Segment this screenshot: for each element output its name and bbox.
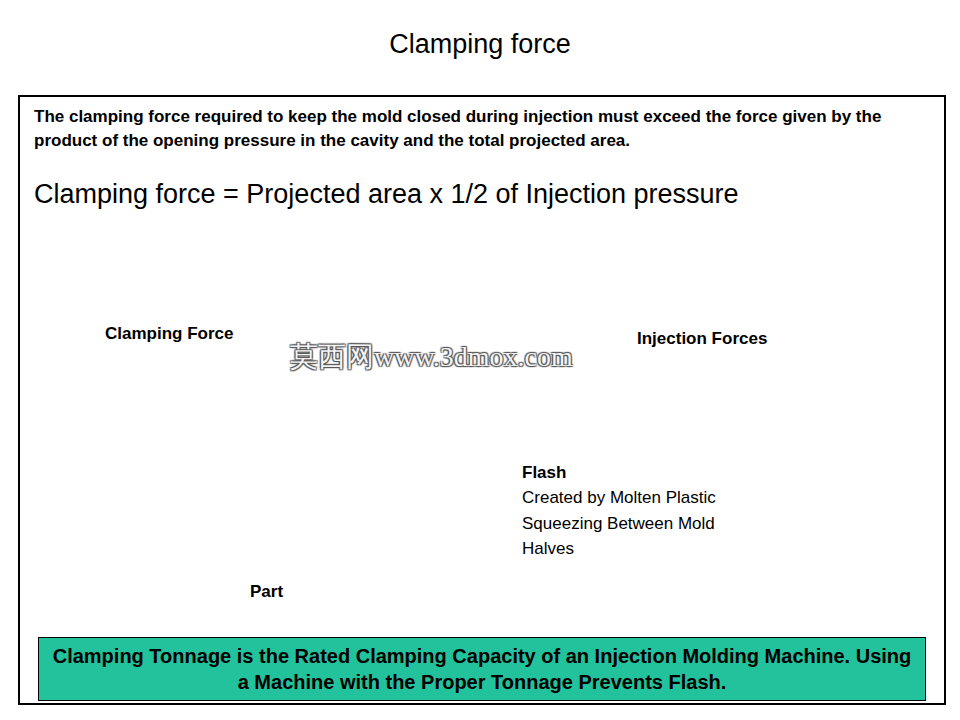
force-label: Clamping Force: [105, 323, 275, 345]
formula: Clamping force = Projected area x 1/2 of…: [34, 177, 924, 211]
watermark: 莫西网www.3dmox.com: [290, 340, 690, 374]
note-band: Clamping Tonnage is the Rated Clamping C…: [38, 637, 926, 701]
page-title: Clamping force: [0, 28, 960, 60]
content-frame: The clamping force required to keep the …: [18, 95, 946, 705]
flash-label: Flash: [522, 461, 602, 485]
note-text: Clamping Tonnage is the Rated Clamping C…: [47, 643, 917, 695]
intro-paragraph: The clamping force required to keep the …: [34, 105, 914, 153]
force-label: Injection Forces: [637, 328, 817, 350]
part-label: Part: [250, 581, 310, 603]
flash-description: Created by Molten Plastic Squeezing Betw…: [522, 485, 737, 562]
